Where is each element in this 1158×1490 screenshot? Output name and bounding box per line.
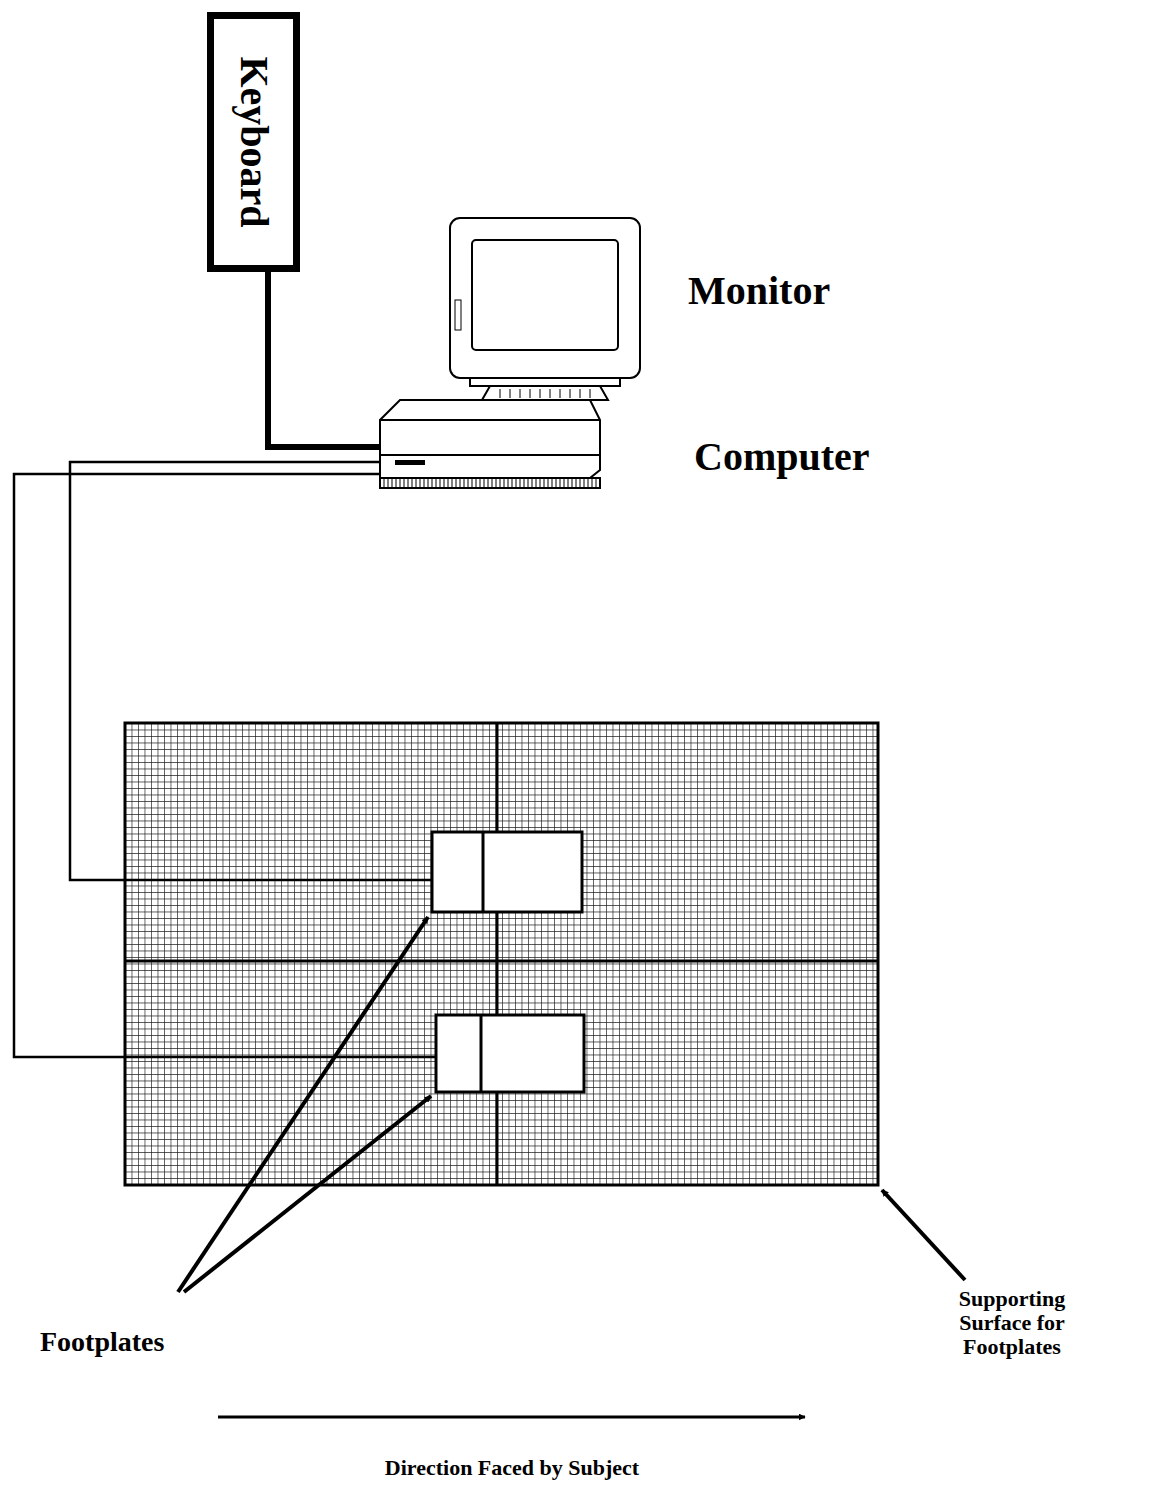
leader-arrow: [178, 917, 965, 1292]
callout-label: Supporting Surface for Footplates: [922, 1287, 1102, 1360]
node-text: Keyboard: [230, 56, 277, 227]
callout-label: Footplates: [40, 1326, 164, 1358]
footplate: [432, 832, 584, 1092]
keyboard-cable: [268, 272, 380, 447]
computer-drawing: [380, 400, 600, 488]
direction-arrow: [218, 1416, 805, 1419]
axis-label: Direction Faced by Subject: [385, 1455, 639, 1480]
part-label: Computer: [694, 434, 870, 480]
keyboard-box: Keyboard: [207, 12, 300, 272]
supporting-surface: [125, 723, 878, 1185]
part-label: Monitor: [688, 268, 830, 314]
monitor-drawing: [450, 218, 640, 400]
